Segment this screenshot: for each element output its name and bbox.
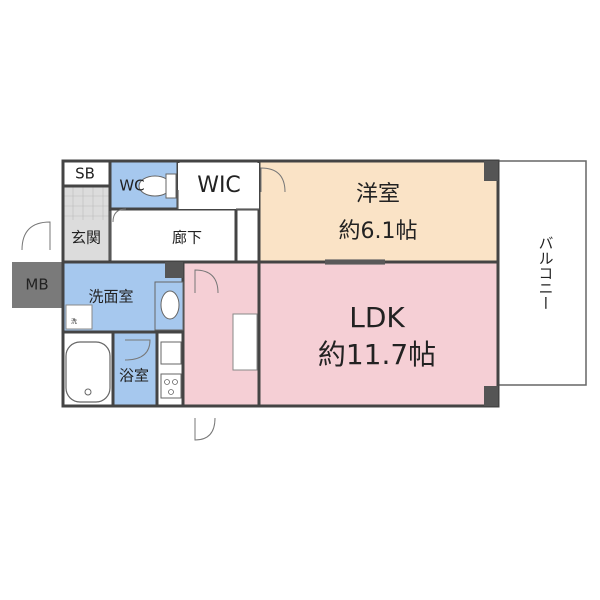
wc-label: WC: [119, 177, 144, 195]
rouka-label: 廊下: [172, 229, 202, 247]
mb-label: MB: [25, 276, 48, 294]
mb-box: [12, 262, 63, 308]
ldk-size-label: 約11.7帖: [318, 338, 436, 371]
genkan-label: 玄関: [71, 229, 101, 247]
balcony-area: [497, 160, 587, 386]
washer-box: [65, 304, 93, 330]
door-swings: [21, 167, 286, 441]
ldk-name-label: LDK: [349, 301, 405, 334]
column-mid: [165, 262, 183, 278]
youshitsu-room: [259, 161, 498, 262]
youshitsu-size-label: 約6.1帖: [339, 219, 418, 244]
wic-rails: [177, 163, 259, 210]
ldk-partition-panel: [232, 313, 258, 371]
youshitsu-name-label: 洋室: [356, 182, 400, 207]
kitchen-sink-icon: [160, 341, 182, 365]
yokushitsu-label: 浴室: [119, 367, 149, 385]
column-br: [484, 386, 498, 406]
toilet-icon: [138, 173, 177, 199]
washer-mark: 洗: [71, 318, 77, 326]
basin-icon: [154, 281, 184, 331]
sb-label: SB: [75, 165, 95, 183]
balcony-label: バルコニー: [537, 236, 555, 311]
column-tr: [484, 161, 498, 181]
genkan-floor: [63, 186, 110, 262]
genkan-tile-pattern: [63, 186, 110, 220]
wic-label: WIC: [197, 173, 241, 198]
ldk-room: [183, 262, 498, 406]
stove-icon: [160, 373, 182, 399]
senmenshitsu-label: 洗面室: [88, 288, 133, 306]
bathtub-icon: [65, 341, 111, 403]
